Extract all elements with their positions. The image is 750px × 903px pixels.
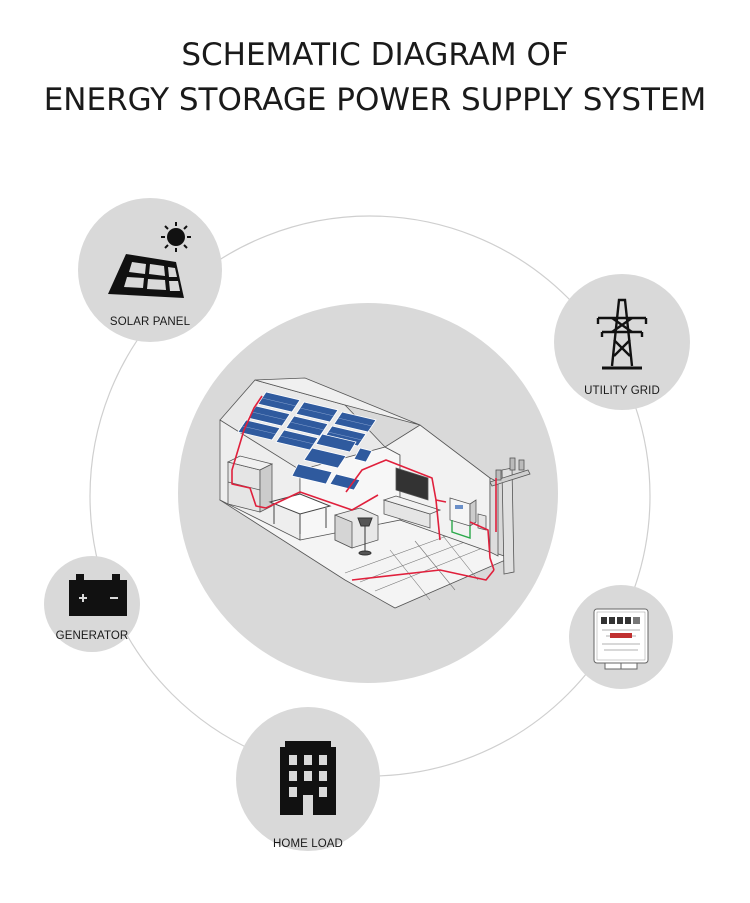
ground-wiring <box>451 520 471 539</box>
building-icon <box>280 741 336 815</box>
electric-meter-icon <box>593 608 649 670</box>
solar-panel-label: SOLAR PANEL <box>109 316 191 328</box>
title-line-1: SCHEMATIC DIAGRAM OF <box>181 37 569 73</box>
title-line-2: ENERGY STORAGE POWER SUPPLY SYSTEM <box>43 82 707 118</box>
battery-icon <box>69 574 127 616</box>
sofa <box>334 507 379 549</box>
generator-label: GENERATOR <box>55 630 129 642</box>
floor-lamp <box>357 517 373 556</box>
solar-panel-icon <box>108 222 191 298</box>
power-wiring <box>231 395 497 581</box>
tv-cabinet <box>382 467 442 529</box>
inverter-box <box>449 497 487 531</box>
utility-grid-label: UTILITY GRID <box>584 385 660 397</box>
utility-pole <box>489 457 531 575</box>
home-load-label: HOME LOAD <box>273 838 343 850</box>
transmission-tower-icon <box>596 298 648 370</box>
sun-icon <box>161 222 191 252</box>
utility-grid-node-circle <box>554 274 690 410</box>
